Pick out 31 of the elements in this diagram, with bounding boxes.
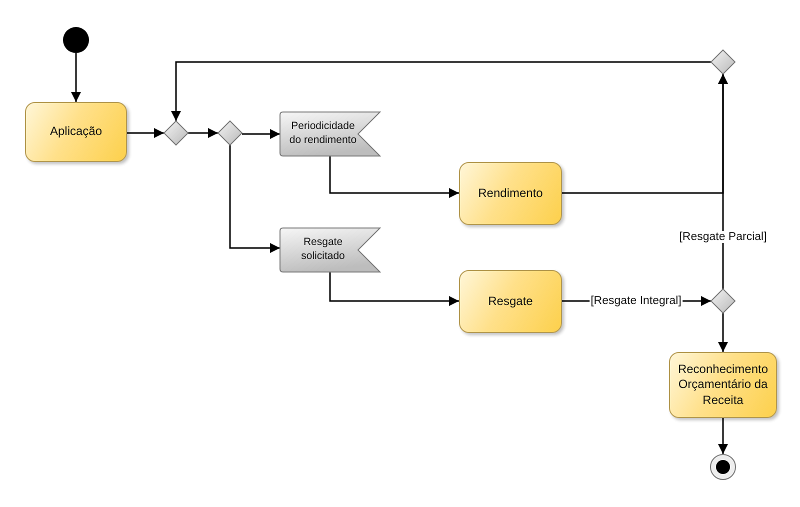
signal-flag [280,228,380,272]
arrow [127,128,164,138]
node-text: Resgate solicitado [300,236,346,264]
arrow [71,53,81,102]
arrow [242,129,280,139]
signal-flag [280,112,380,156]
decision-diamond [218,121,242,145]
arrow [718,418,728,454]
node-text: Reconhecimento Orçamentário da Receita [676,362,770,408]
action-box [459,270,562,333]
arrow [229,145,280,253]
node-text: Rendimento [478,186,543,202]
arrow [329,272,459,306]
node-text: Resgate [488,294,533,310]
decision-diamond [711,289,735,313]
arrow [718,313,728,352]
final-node [710,454,736,480]
node-text: Aplicação [50,124,102,140]
node-text: Periodicidade do rendimento [288,120,358,148]
action-box [25,102,127,162]
arrow [329,156,459,198]
action-box [669,352,777,418]
arrow [188,128,218,138]
decision-diamond [711,50,735,74]
arrow [171,61,711,121]
initial-node [63,27,89,53]
decision-diamond [164,121,188,145]
arrow [718,74,728,289]
edge-label: [Resgate Parcial] [678,231,768,243]
edge-label: [Resgate Integral] [590,295,682,307]
action-box [459,162,562,225]
